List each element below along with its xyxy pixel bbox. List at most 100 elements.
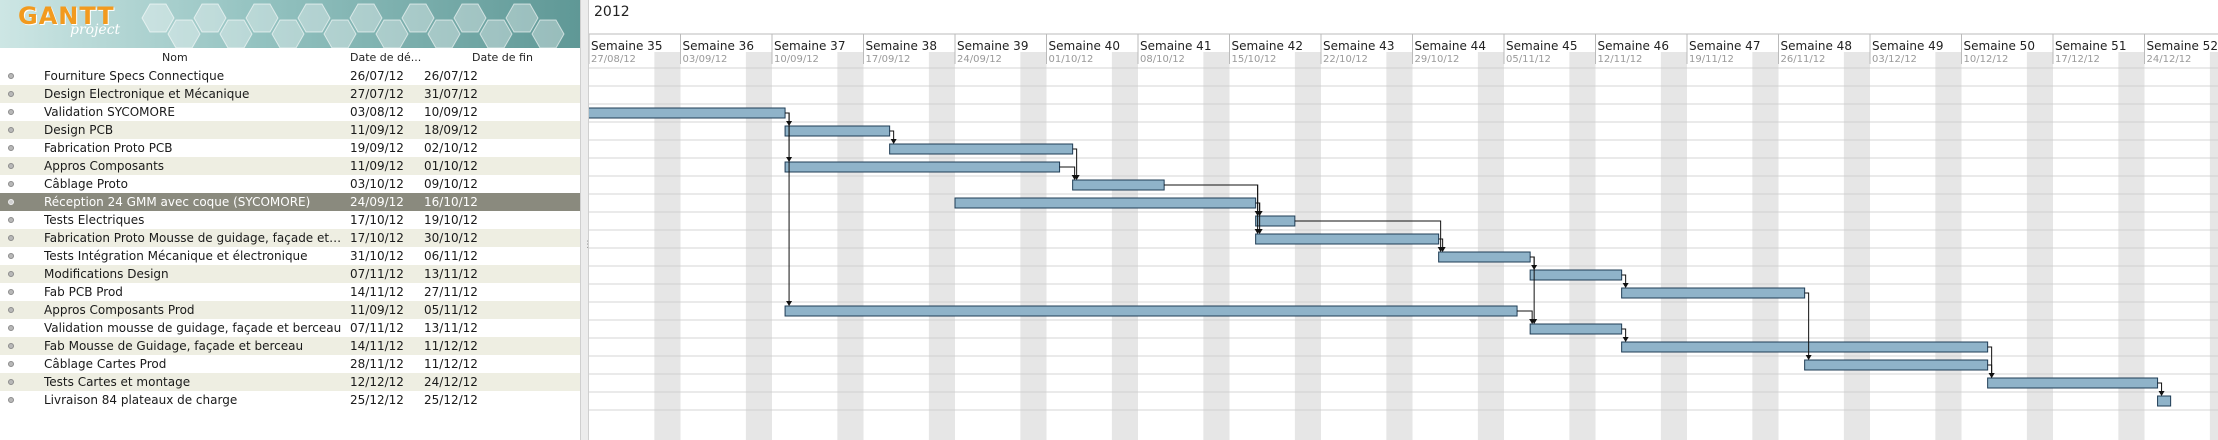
- task-end-date: 13/11/12: [424, 321, 478, 335]
- task-bar: [2157, 395, 2172, 407]
- column-header-name[interactable]: Nom: [162, 51, 188, 64]
- task-bullet-icon: [8, 199, 14, 205]
- dependency-arrow-icon: [786, 301, 793, 306]
- task-bullet-icon: [8, 91, 14, 97]
- dependency-line: [1621, 328, 1627, 339]
- task-bullet-icon: [8, 217, 14, 223]
- weekend-stripe: [1935, 52, 1962, 440]
- panel-splitter[interactable]: ⋮: [580, 0, 592, 440]
- task-row[interactable]: Réception 24 GMM avec coque (SYCOMORE) 24…: [0, 193, 580, 211]
- week-label: Semaine 44: [1415, 39, 1486, 53]
- weekend-stripe: [2118, 52, 2145, 440]
- task-name: Câblage Proto: [44, 177, 128, 191]
- task-bar: [889, 143, 1074, 155]
- task-start-date: 27/07/12: [350, 87, 404, 101]
- dependency-arrow-icon: [1988, 373, 1995, 378]
- task-name: Tests Intégration Mécanique et électroni…: [44, 249, 308, 263]
- week-label: Semaine 47: [1689, 39, 1760, 53]
- task-row[interactable]: Fab Mousse de Guidage, façade et berceau…: [0, 337, 580, 355]
- column-header-end[interactable]: Date de fin: [472, 51, 533, 64]
- weekend-stripe: [1386, 52, 1413, 440]
- dependency-line: [1164, 184, 1259, 231]
- weekend-stripe: [1203, 52, 1230, 440]
- dependency-line: [1987, 346, 1993, 375]
- task-row[interactable]: Fabrication Proto Mousse de guidage, faç…: [0, 229, 580, 247]
- week-label: Semaine 48: [1781, 39, 1852, 53]
- dependency-line: [1438, 238, 1444, 249]
- task-bar: [1438, 251, 1531, 263]
- task-start-date: 11/09/12: [350, 159, 404, 173]
- task-name: Design Electronique et Mécanique: [44, 87, 250, 101]
- task-start-date: 24/09/12: [350, 195, 404, 209]
- week-date: 10/09/12: [774, 54, 819, 65]
- task-end-date: 26/07/12: [424, 69, 478, 83]
- task-name: Fabrication Proto Mousse de guidage, faç…: [44, 231, 344, 245]
- week-date: 03/09/12: [683, 54, 728, 65]
- dependency-line: [1255, 202, 1261, 231]
- task-bullet-icon: [8, 271, 14, 277]
- task-bullet-icon: [8, 253, 14, 259]
- week-label: Semaine 43: [1323, 39, 1394, 53]
- task-name: Validation mousse de guidage, façade et …: [44, 321, 342, 335]
- column-header-start[interactable]: Date de dé...: [350, 51, 422, 64]
- task-bar: [1621, 287, 1806, 299]
- week-date: 24/09/12: [957, 54, 1002, 65]
- week-date: 17/09/12: [866, 54, 911, 65]
- task-bullet-icon: [8, 163, 14, 169]
- task-name: Réception 24 GMM avec coque (SYCOMORE): [44, 195, 311, 209]
- dependency-arrow-icon: [1439, 247, 1446, 252]
- week-date: 19/11/12: [1689, 54, 1734, 65]
- week-date: 05/11/12: [1506, 54, 1551, 65]
- task-bar: [1255, 215, 1296, 227]
- week-label: Semaine 46: [1598, 39, 1669, 53]
- week-date: 26/11/12: [1781, 54, 1826, 65]
- weekend-stripe: [1020, 52, 1047, 440]
- weekend-stripe: [1477, 52, 1504, 440]
- splitter-grip-icon: ⋮: [583, 240, 592, 250]
- task-start-date: 14/11/12: [350, 339, 404, 353]
- week-label: Semaine 51: [2055, 39, 2126, 53]
- dependency-line: [1294, 220, 1442, 249]
- week-label: Semaine 36: [683, 39, 754, 53]
- timeline-year: 2012: [594, 4, 630, 20]
- weekend-stripe: [1569, 52, 1596, 440]
- dependency-arrow-icon: [1805, 355, 1812, 360]
- task-bullet-icon: [8, 127, 14, 133]
- task-bullet-icon: [8, 361, 14, 367]
- week-label: Semaine 50: [1964, 39, 2035, 53]
- logo-brand-text: GANTT: [18, 2, 115, 30]
- task-bar: [589, 107, 786, 119]
- task-row[interactable]: Design Electronique et Mécanique 27/07/12…: [0, 85, 580, 103]
- task-row[interactable]: Validation mousse de guidage, façade et …: [0, 319, 580, 337]
- task-start-date: 25/12/12: [350, 393, 404, 407]
- dependency-arrow-icon: [1529, 319, 1536, 324]
- task-bullet-icon: [8, 109, 14, 115]
- week-label: Semaine 38: [866, 39, 937, 53]
- task-row[interactable]: Tests Intégration Mécanique et électroni…: [0, 247, 580, 265]
- dependency-arrow-icon: [1622, 283, 1629, 288]
- task-start-date: 26/07/12: [350, 69, 404, 83]
- table-header: Nom Date de dé... Date de fin: [0, 50, 580, 66]
- task-end-date: 02/10/12: [424, 141, 478, 155]
- week-date: 24/12/12: [2147, 54, 2192, 65]
- task-bar: [1621, 341, 1989, 353]
- task-start-date: 17/10/12: [350, 231, 404, 245]
- week-date: 08/10/12: [1140, 54, 1185, 65]
- task-start-date: 14/11/12: [350, 285, 404, 299]
- dependency-arrow-icon: [890, 139, 897, 144]
- task-name: Fabrication Proto PCB: [44, 141, 173, 155]
- task-end-date: 05/11/12: [424, 303, 478, 317]
